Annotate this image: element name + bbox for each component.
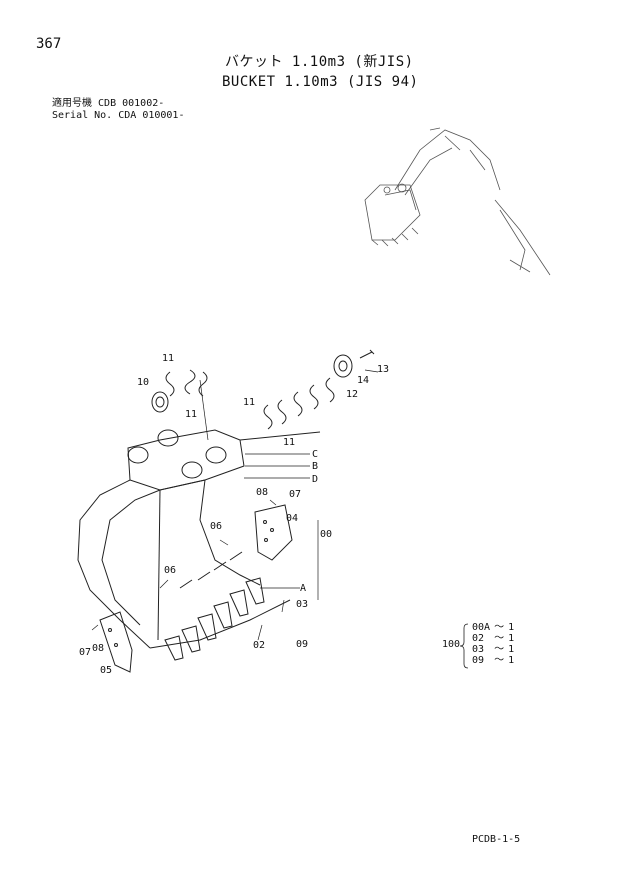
callout-03: 03 — [296, 599, 309, 610]
callout-07: 07 — [79, 647, 92, 658]
serial-value-1: CDB 001002- — [98, 98, 165, 109]
kit-row: 03 ～ 1 — [472, 644, 518, 655]
serial-value-2: CDA 010001- — [118, 110, 185, 121]
kit-qty: 1 — [508, 633, 515, 644]
pin-rings-upper — [151, 369, 208, 413]
callout-06: 06 — [164, 565, 177, 576]
callout-11: 11 — [283, 437, 296, 448]
bucket-body — [77, 429, 321, 649]
page-title-japanese: バケット 1.10m3 (新JIS) — [225, 54, 414, 70]
callout-04: 04 — [286, 513, 299, 524]
callout-d: D — [312, 474, 319, 485]
page-title-english: BUCKET 1.10m3 (JIS 94) — [222, 74, 419, 90]
callout-02: 02 — [253, 640, 266, 651]
serial-label-jp: 適用号機 — [52, 98, 92, 109]
page-number: 367 — [36, 36, 62, 52]
kit-symbol: ～ — [494, 644, 505, 655]
kit-part: 09 — [472, 655, 485, 666]
callout-09: 09 — [296, 639, 309, 650]
kit-part: 02 — [472, 633, 485, 644]
callout-c: C — [312, 449, 319, 460]
kit-qty: 1 — [508, 655, 515, 666]
callout-06: 06 — [210, 521, 223, 532]
kit-qty: 1 — [508, 622, 515, 633]
callout-12: 12 — [346, 389, 359, 400]
kit-symbol: ～ — [494, 633, 505, 644]
callout-b: B — [312, 461, 319, 472]
callout-07: 07 — [289, 489, 302, 500]
side-cutter-upper — [254, 504, 293, 561]
callout-08: 08 — [92, 643, 105, 654]
pin-rings-right — [263, 349, 375, 430]
leader-lines — [91, 369, 379, 641]
callout-11: 11 — [185, 409, 198, 420]
callout-08: 08 — [256, 487, 269, 498]
kit-brace — [459, 623, 469, 669]
kit-symbol: ～ — [494, 622, 505, 633]
kit-row: 09 ～ 1 — [472, 655, 518, 666]
callout-00: 00 — [320, 529, 333, 540]
bucket-teeth — [164, 551, 265, 661]
callout-11: 11 — [243, 397, 256, 408]
callout-05: 05 — [100, 665, 113, 676]
serial-line-2: Serial No. CDA 010001- — [52, 110, 184, 122]
callout-10: 10 — [137, 377, 150, 388]
kit-symbol: ～ — [494, 655, 505, 666]
excavator-inset-illustration — [364, 127, 551, 276]
kit-row: 02 ～ 1 — [472, 633, 518, 644]
kit-table: 00A ～ 1 02 ～ 1 03 ～ 1 09 ～ 1 — [472, 622, 518, 666]
kit-prefix: 100 — [442, 639, 461, 650]
kit-part: 00A — [472, 622, 491, 633]
callout-13: 13 — [377, 364, 390, 375]
callout-11: 11 — [162, 353, 175, 364]
footer-code: PCDB-1-5 — [472, 834, 521, 845]
kit-part: 03 — [472, 644, 485, 655]
callout-14: 14 — [357, 375, 370, 386]
side-cutter-lower — [99, 611, 133, 673]
serial-label-en: Serial No. — [52, 110, 113, 121]
serial-line-1: 適用号機 CDB 001002- — [52, 98, 184, 110]
callout-a: A — [300, 583, 307, 594]
kit-row: 00A ～ 1 — [472, 622, 518, 633]
kit-qty: 1 — [508, 644, 515, 655]
serial-range: 適用号機 CDB 001002- Serial No. CDA 010001- — [52, 98, 184, 122]
